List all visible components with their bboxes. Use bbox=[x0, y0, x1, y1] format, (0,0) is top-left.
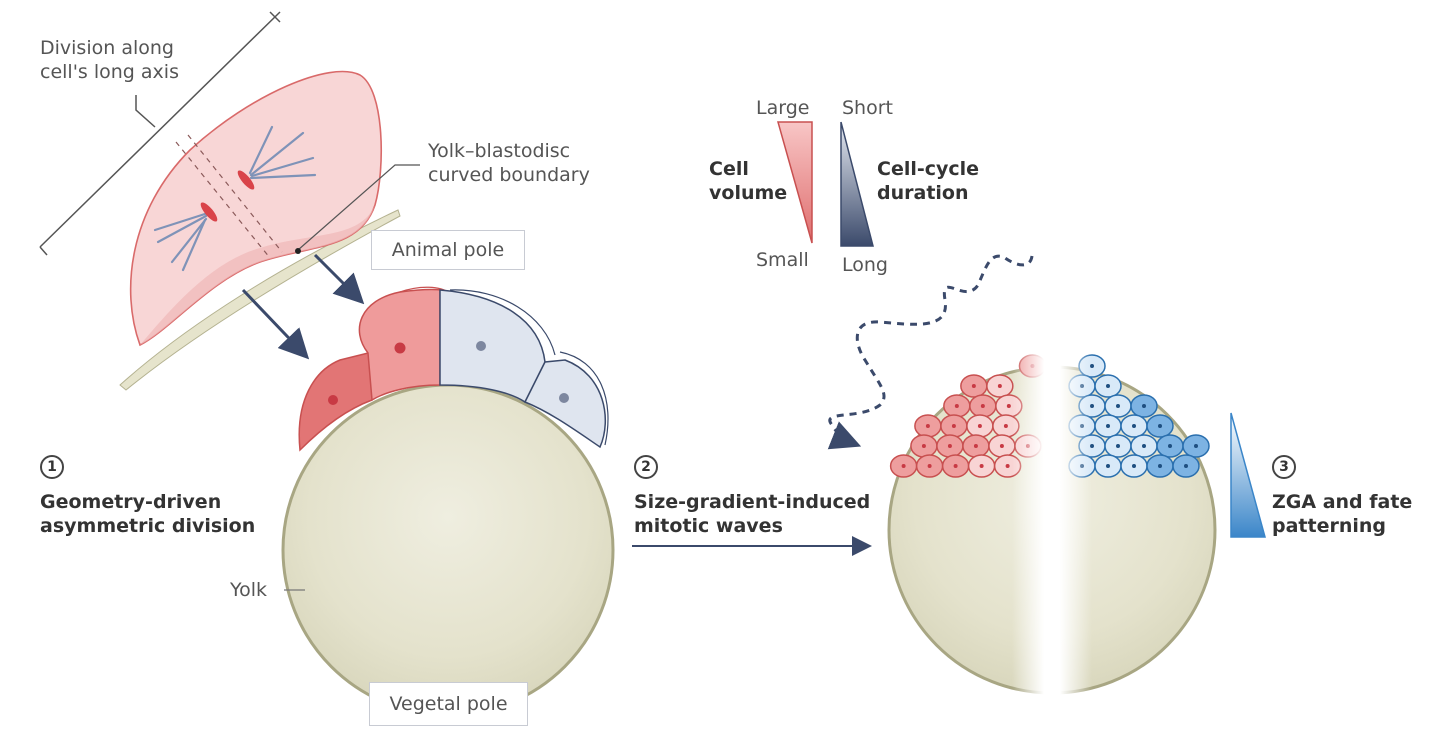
cell-nucleus bbox=[901, 464, 906, 468]
cycle-duration-title: Cell-cycle duration bbox=[877, 158, 980, 204]
cell-volume-large: Large bbox=[756, 97, 810, 119]
mitotic-wave-path bbox=[827, 254, 1034, 450]
cell-nucleus bbox=[1132, 424, 1136, 428]
cell-volume-triangle bbox=[777, 121, 813, 244]
cell-nucleus bbox=[980, 404, 985, 408]
cell-nucleus bbox=[954, 404, 959, 408]
cell-nucleus bbox=[999, 444, 1004, 448]
cell-nucleus bbox=[1132, 464, 1136, 468]
division-axis-label: Division along cell's long axis bbox=[40, 37, 179, 83]
arrow bbox=[313, 253, 365, 305]
cell-nucleus bbox=[1158, 424, 1162, 428]
step-2-title: Size-gradient-induced mitotic waves bbox=[634, 491, 871, 537]
cell-nucleus bbox=[953, 464, 958, 468]
yolk-platform bbox=[119, 209, 401, 391]
cell-nucleus bbox=[1158, 464, 1162, 468]
cell-nucleus bbox=[1184, 464, 1188, 468]
long-axis-bracket bbox=[39, 11, 281, 256]
boundary-label: Yolk–blastodisc curved boundary bbox=[428, 140, 590, 186]
yolk-sphere bbox=[281, 383, 615, 717]
cycle-short: Short bbox=[842, 97, 893, 119]
cell-nucleus bbox=[977, 424, 982, 428]
cell-nucleus bbox=[1194, 444, 1198, 448]
dividing-cell bbox=[129, 70, 383, 347]
cycle-duration-triangle bbox=[840, 121, 874, 247]
yolk-label: Yolk bbox=[230, 579, 267, 601]
animal-pole-label: Animal pole bbox=[371, 230, 525, 270]
cell-nucleus bbox=[971, 384, 976, 388]
cycle-long: Long bbox=[842, 254, 888, 276]
cell-nucleus bbox=[979, 464, 984, 468]
cell-nucleus bbox=[1106, 424, 1110, 428]
cell-nucleus bbox=[1106, 464, 1110, 468]
cell-nucleus bbox=[1106, 384, 1110, 388]
step-1-badge: 1 bbox=[40, 455, 64, 479]
boundary-leader bbox=[297, 164, 420, 251]
red-cell-cap bbox=[889, 354, 1047, 478]
cell-nucleus bbox=[927, 464, 932, 468]
arrow bbox=[241, 288, 310, 360]
cell-nucleus bbox=[1168, 444, 1172, 448]
cell-nucleus bbox=[951, 424, 956, 428]
step-2-badge: 2 bbox=[634, 455, 658, 479]
cell-nucleus bbox=[1116, 444, 1120, 448]
step-3-badge: 3 bbox=[1272, 455, 1296, 479]
cell-nucleus bbox=[973, 444, 978, 448]
cell-nucleus bbox=[997, 384, 1002, 388]
cell-nucleus bbox=[1006, 404, 1011, 408]
step-3-title: ZGA and fate patterning bbox=[1272, 491, 1413, 537]
cell-volume-small: Small bbox=[756, 249, 809, 271]
cell-nucleus bbox=[1142, 404, 1146, 408]
cell-nucleus bbox=[947, 444, 952, 448]
cell-nucleus bbox=[925, 424, 930, 428]
zga-triangle bbox=[1230, 412, 1266, 538]
cell-nucleus bbox=[1142, 444, 1146, 448]
cell-nucleus bbox=[1005, 464, 1010, 468]
step-1-title: Geometry-driven asymmetric division bbox=[40, 491, 256, 537]
right-embryo bbox=[887, 280, 1217, 700]
cell-volume-title: Cell volume bbox=[709, 158, 788, 204]
cell-nucleus bbox=[1003, 424, 1008, 428]
cell-nucleus bbox=[921, 444, 926, 448]
vegetal-pole-label: Vegetal pole bbox=[369, 682, 528, 726]
blastomeres bbox=[298, 286, 609, 452]
cell-nucleus bbox=[1116, 404, 1120, 408]
